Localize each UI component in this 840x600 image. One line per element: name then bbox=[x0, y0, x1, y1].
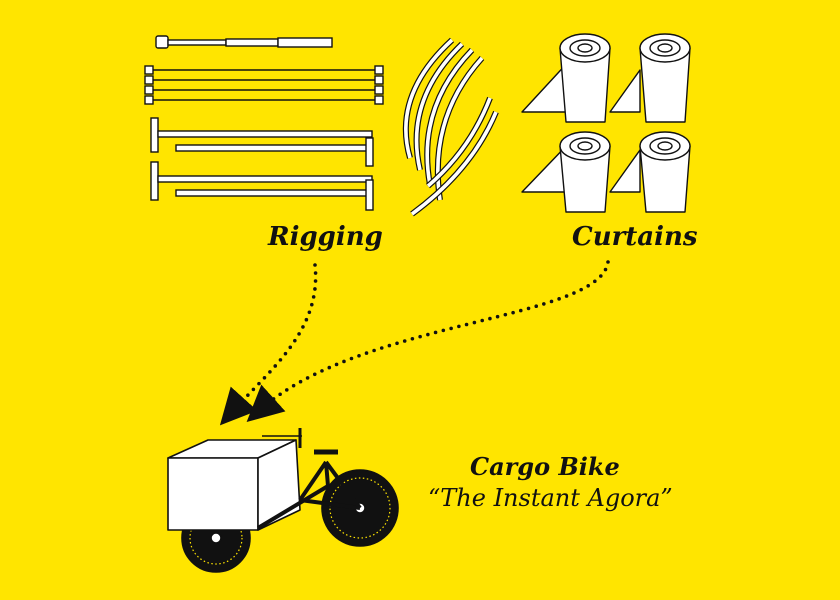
dotted-arrow-icon bbox=[219, 260, 610, 426]
rigging-label: Rigging bbox=[268, 222, 383, 252]
cargo-bike-icon bbox=[167, 428, 399, 573]
tagline-label: “The Instant Agora” bbox=[428, 484, 673, 512]
rigging-ribs-icon bbox=[402, 37, 499, 217]
curtain-rolls-icon bbox=[521, 33, 691, 213]
cargo-bike-label: Cargo Bike bbox=[470, 452, 620, 481]
curtains-label: Curtains bbox=[572, 222, 698, 252]
rigging-poles-icon bbox=[144, 35, 384, 211]
